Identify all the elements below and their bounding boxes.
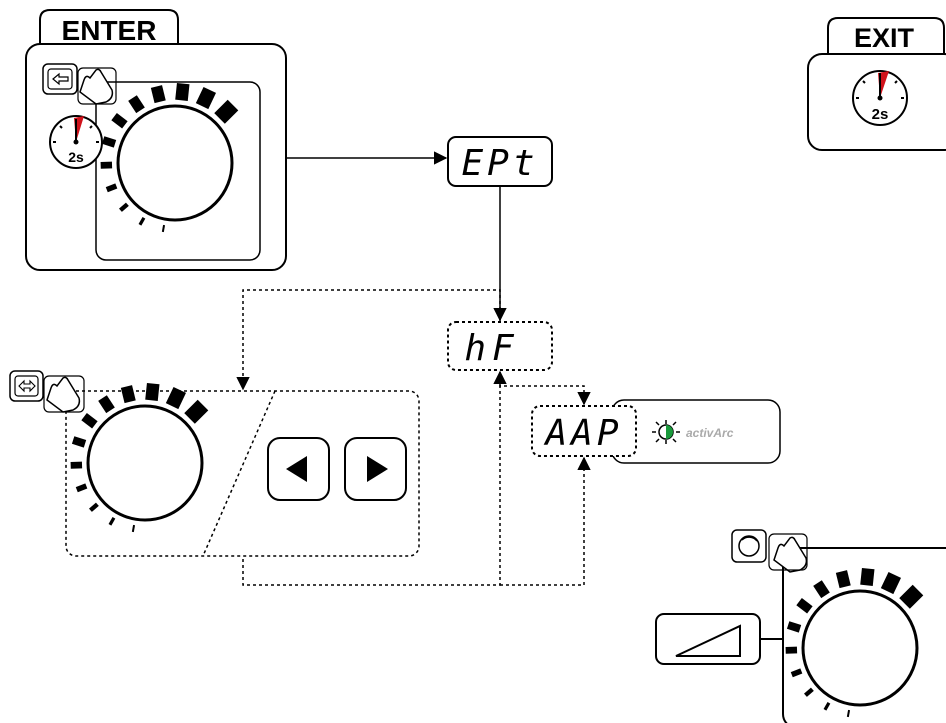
rotate-push-button-icon: [731, 529, 808, 573]
triangle-right-icon: [367, 456, 388, 482]
knob-scale-tick: [108, 517, 116, 526]
knob-scale-tick: [161, 224, 166, 233]
activarc-label: activArc: [686, 426, 734, 440]
enter-knob-scale: [100, 82, 239, 233]
enter-knob[interactable]: [100, 82, 239, 233]
knob-scale-tick: [835, 570, 851, 589]
activarc-indicator: activArc: [652, 420, 734, 444]
knob-scale-tick: [860, 567, 875, 586]
knob-scale-tick: [796, 598, 813, 614]
knob-scale-tick: [899, 584, 924, 609]
knob-scale-tick: [813, 580, 830, 599]
enter-timer-label: 2s: [68, 149, 84, 165]
left-arrow-button[interactable]: [267, 437, 330, 501]
knob-scale-tick: [214, 99, 239, 124]
knob-scale-tick: [150, 85, 166, 104]
current-control-panel: [655, 529, 946, 723]
display-hf-text: hF: [464, 328, 519, 369]
knob-scale-tick: [804, 687, 814, 697]
knob-scale-tick: [880, 571, 902, 595]
led-icon: [652, 420, 680, 444]
selection-push-button-icon: [9, 370, 85, 413]
knob-scale-tick: [119, 202, 129, 212]
knob-scale-tick: [195, 86, 217, 110]
enter-push-button-icon: [42, 63, 117, 105]
knob-scale-tick: [786, 621, 802, 633]
connectors: [236, 151, 591, 586]
exit-panel: EXIT 2s: [807, 17, 946, 151]
knob-scale-tick: [89, 502, 99, 512]
exit-title: EXIT: [854, 23, 915, 53]
knob-scale-tick: [81, 413, 98, 429]
ramp-display: [655, 613, 761, 665]
knob-scale-tick: [184, 399, 209, 424]
knob-scale-tick: [71, 436, 87, 448]
current-control-knob[interactable]: [785, 567, 924, 718]
knob-scale-tick: [98, 395, 115, 414]
right-arrow-button[interactable]: [344, 437, 407, 501]
knob-scale-tick: [131, 524, 136, 533]
knob-scale-tick: [165, 386, 187, 410]
knob-scale-tick: [101, 136, 117, 148]
display-aap-text: AAP: [543, 413, 622, 454]
display-aap: AAP: [531, 399, 781, 464]
selection-knob[interactable]: [70, 382, 209, 533]
enter-timer-icon: 2s: [49, 115, 103, 169]
current-control-knob-scale: [785, 567, 924, 718]
display-ept-text: EPt: [461, 143, 538, 184]
knob-scale-tick: [790, 668, 803, 678]
display-hf: hF: [447, 321, 553, 371]
knob-scale-tick: [138, 217, 146, 226]
knob-scale-tick: [75, 483, 88, 493]
knob-scale-tick: [175, 82, 190, 101]
knob-scale-tick: [128, 95, 145, 114]
exit-timer-label: 2s: [872, 106, 889, 123]
enter-title: ENTER: [62, 15, 157, 46]
triangle-left-icon: [286, 456, 307, 482]
exit-timer-icon: 2s: [852, 70, 908, 126]
ramp-icon: [675, 624, 741, 657]
selection-knob-scale: [70, 382, 209, 533]
knob-scale-tick: [111, 113, 128, 129]
knob-scale-tick: [823, 702, 831, 711]
knob-scale-tick: [846, 709, 851, 718]
knob-scale-tick: [120, 385, 136, 404]
knob-scale-tick: [145, 382, 160, 401]
enter-panel: ENTER 2s: [25, 9, 287, 271]
knob-scale-tick: [105, 183, 118, 193]
selection-panel: [9, 370, 420, 557]
display-ept: EPt: [447, 136, 553, 187]
